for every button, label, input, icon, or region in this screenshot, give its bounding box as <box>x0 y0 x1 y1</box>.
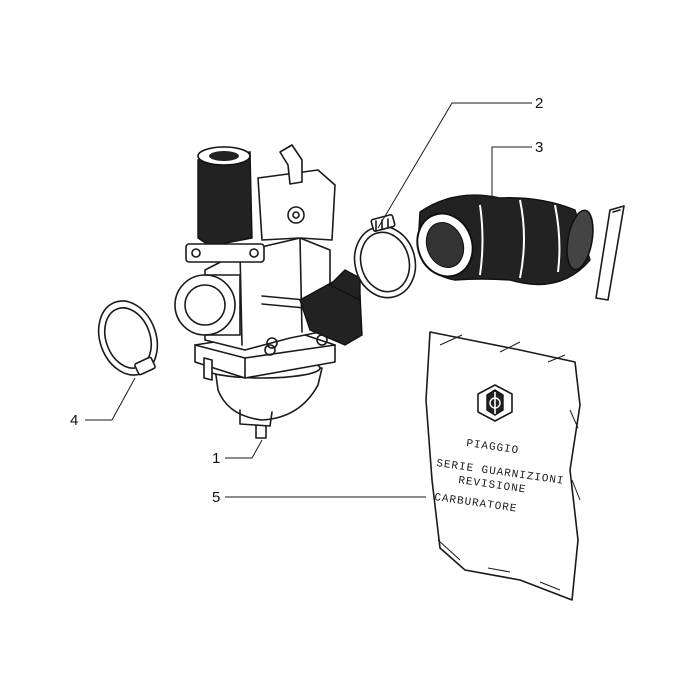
hose-clamp-large <box>353 214 417 299</box>
callout-2: 2 <box>535 95 543 112</box>
leader-lines <box>85 102 532 498</box>
intake-rubber-elbow <box>416 194 625 301</box>
callout-3: 3 <box>535 139 543 156</box>
carburetor <box>174 144 363 439</box>
callout-1: 1 <box>212 450 220 467</box>
callout-5: 5 <box>212 489 220 506</box>
gasket-kit-bag: PIAGGIO SERIE GUARNIZIONI REVISIONE CARB… <box>425 331 581 601</box>
callout-labels: 1 2 3 4 5 <box>70 95 543 506</box>
hose-clamp-small <box>97 300 159 376</box>
callout-4: 4 <box>70 412 78 429</box>
